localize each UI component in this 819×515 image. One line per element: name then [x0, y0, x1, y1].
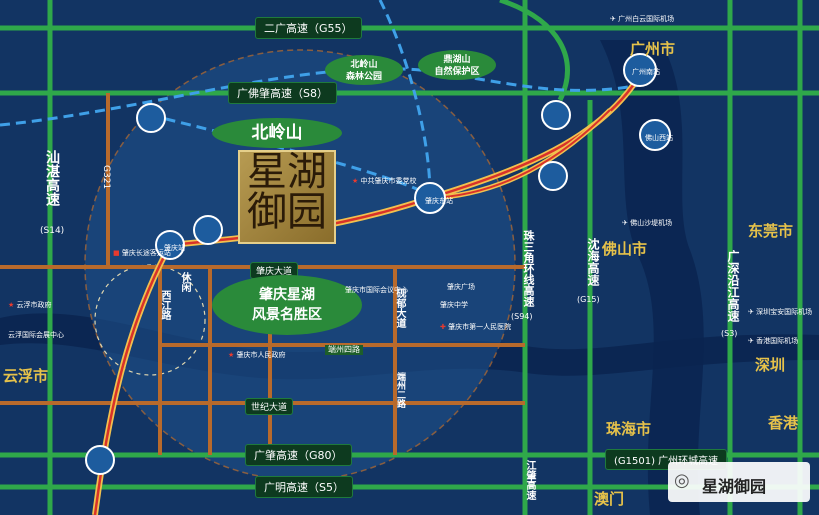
- duanzhou-second-label: 端州二路: [395, 372, 405, 408]
- jiangzhao-label: 江肇高速: [524, 460, 535, 500]
- zq-party-label: ★ 中共肇庆市委党校: [352, 177, 417, 185]
- bus-icon: ■: [113, 249, 120, 257]
- nature-reserve-label: 鼎湖山 自然保护区: [418, 50, 496, 80]
- shenhai-code: (G15): [577, 295, 600, 304]
- g321-label: G321: [101, 165, 111, 190]
- shiji-dadao-label: 世纪大道: [245, 398, 294, 415]
- star-icon: ★: [8, 301, 15, 309]
- wechat-tag[interactable]: ◎ 星湖御园: [668, 462, 810, 502]
- xiuqi-label: 休闲: [179, 272, 190, 292]
- airport-fs-label: ✈ 佛山沙堤机场: [622, 219, 673, 227]
- shenhai-label: 沈海高速: [586, 238, 600, 286]
- macau-label: 澳门: [594, 490, 625, 508]
- airport-gz-icon: ✈: [610, 15, 616, 23]
- zhusanjiao-code: (S94): [511, 312, 533, 321]
- junlang-label: 砚郁大道: [394, 288, 405, 328]
- airport-hk-icon: ✈: [748, 337, 754, 345]
- star-icon: ★: [228, 351, 235, 359]
- g80-label: 广肇高速（G80）: [245, 444, 352, 466]
- hongkong-label: 香港: [768, 414, 799, 432]
- wechat-label: 星湖御园: [702, 477, 767, 496]
- project-logo[interactable]: 星湖 御园: [238, 150, 336, 244]
- airport-sz-icon: ✈: [748, 308, 754, 316]
- s8-label: 广佛肇高速（S8）: [228, 82, 337, 104]
- airport-sz-label: ✈ 深圳宝安国际机场: [748, 308, 813, 316]
- guangzhou-label: 广州市: [630, 40, 676, 58]
- hospital-icon: ✚: [440, 323, 446, 331]
- xijiang-label: 西江路: [159, 290, 170, 320]
- foshan-label: 佛山市: [602, 240, 648, 258]
- mingsheng-label: 肇庆广场: [447, 283, 475, 291]
- duanzhou-sanlu-label: 端州四路: [325, 345, 363, 355]
- foshan-west-station: 佛山西站: [645, 134, 673, 142]
- yunfu-label: 云浮市: [3, 367, 49, 385]
- zq-gov-label: ★ 肇庆市人民政府: [228, 351, 286, 359]
- guangzhou-south-station: 广州南站: [632, 68, 660, 76]
- shenzhen-label: 深圳: [755, 356, 786, 374]
- zq-expo-label: 肇庆市国际会议中心: [345, 286, 408, 294]
- zq-hospital-label: ✚ 肇庆市第一人民医院: [440, 323, 512, 331]
- yunfu-gov-label: ★ 云浮市政府: [8, 301, 52, 309]
- zhaoqing-station: 肇庆站: [164, 244, 185, 252]
- airport-gz-label: ✈ 广州白云国际机场: [610, 15, 675, 23]
- s5-label: 广明高速（S5）: [255, 476, 353, 498]
- zq-middle-label: 肇庆中学: [440, 301, 468, 309]
- station-rings: [85, 53, 671, 475]
- zhusanjiao-label: 珠三角环线高速: [522, 230, 535, 307]
- zhaoqing-east-station: 肇庆东站: [425, 197, 453, 205]
- dongguan-label: 东莞市: [748, 222, 794, 240]
- yunfu-center-label: 云浮国际会展中心: [8, 331, 64, 339]
- g55-label: 二广高速（G55）: [255, 17, 362, 39]
- s14-code: (S14): [40, 226, 65, 236]
- scenic-area-label: 肇庆星湖 风景名胜区: [212, 275, 362, 335]
- project-name-line1: 星湖: [247, 149, 327, 195]
- project-name-line2: 御园: [247, 189, 327, 235]
- wechat-icon: ◎: [674, 470, 690, 491]
- zhuhai-label: 珠海市: [606, 420, 652, 438]
- zq-bus-label: ■ 肇庆长途客运站: [113, 249, 171, 257]
- forest-park-label: 北岭山 森林公园: [325, 55, 403, 85]
- guangshen-code: (S3): [721, 329, 738, 338]
- pearl-river: [600, 40, 704, 515]
- star-icon: ★: [352, 177, 359, 185]
- beilingshan-label: 北岭山: [212, 118, 342, 148]
- airport-hk-label: ✈ 香港国际机场: [748, 337, 799, 345]
- guangshen-label: 广深沿江高速: [726, 250, 740, 322]
- airport-fs-icon: ✈: [622, 219, 628, 227]
- s14-label: 汕湛高速: [44, 150, 60, 206]
